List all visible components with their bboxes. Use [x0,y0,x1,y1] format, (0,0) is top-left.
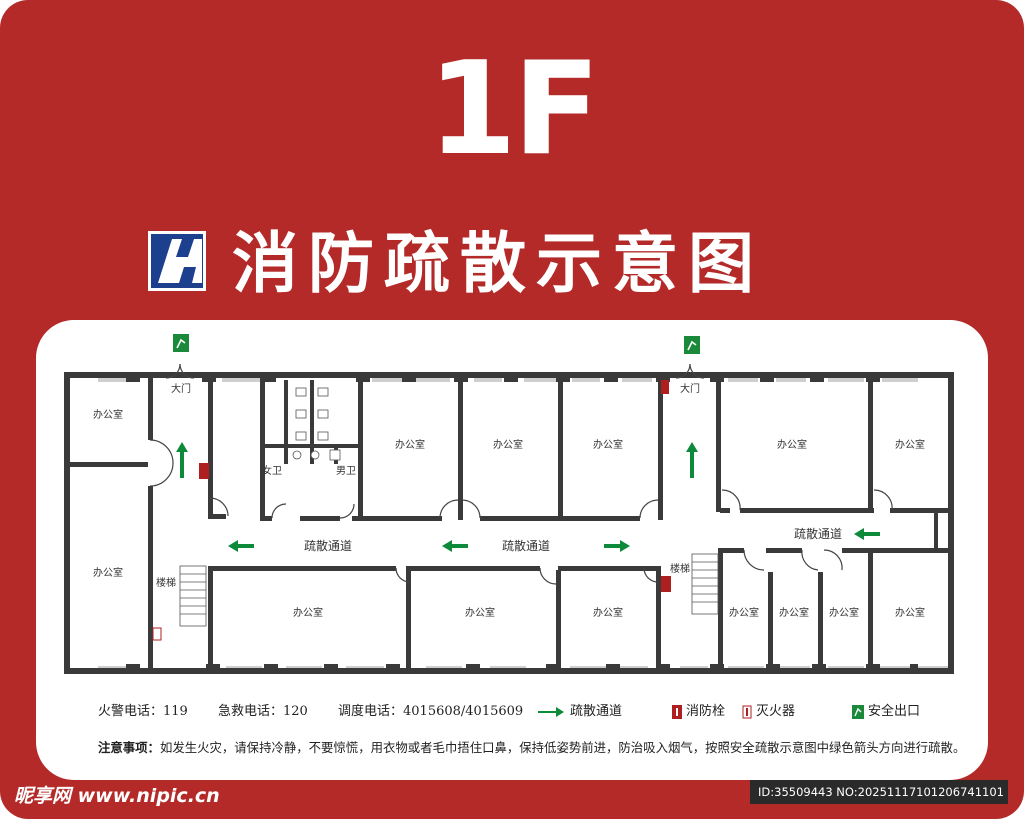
main-door-label: 大门 [680,382,700,395]
room-label: 办公室 [777,438,807,451]
watermark: 昵享网 www.nipic.cn [14,785,220,807]
room-label: 办公室 [729,606,759,619]
doors [149,363,893,585]
extinguisher-icons [152,627,162,641]
room-label: 办公室 [93,408,123,421]
legend-hydrant: 消防栓 [686,704,726,719]
room-label: 办公室 [293,606,323,619]
safety-notes: 注意事项：如发生火灾，请保持冷静，不要惊慌，用衣物或者毛巾捂住口鼻，保持低姿势前… [98,738,965,758]
stairs [179,553,719,627]
extinguisher-icon [742,705,752,719]
interior-walls [68,372,948,672]
room-label: 办公室 [829,606,859,619]
room-label: 办公室 [895,438,925,451]
room-label: 办公室 [493,438,523,451]
exit-icon [852,705,864,719]
fire-phone: 火警电话：119 [98,704,188,719]
stairs-label: 楼梯 [156,576,176,589]
legend-extinguisher: 灭火器 [756,704,796,719]
plan-labels: 大门 大门 女卫 男卫 楼梯 楼梯 疏散通道 疏散通道 疏散通道 [156,382,842,589]
toilet-stalls [292,387,341,461]
dispatch-phone: 调度电话：4015608/4015609 [338,704,524,719]
legend-evac-route: 疏散通道 [570,704,623,719]
corridor-label: 疏散通道 [502,538,550,553]
room-label: 办公室 [93,566,123,579]
room-label: 办公室 [593,606,623,619]
room-label: 办公室 [465,606,495,619]
notes-text: 如发生火灾，请保持冷静，不要惊慌，用衣物或者毛巾捂住口鼻，保持低姿势前进，防治吸… [159,740,966,755]
room-label: 办公室 [395,438,425,451]
room-label: 办公室 [593,438,623,451]
room-label: 办公室 [779,606,809,619]
evacuation-arrows [176,442,880,552]
floor-plan-panel [36,320,988,780]
main-door-label: 大门 [171,382,191,395]
exit-sign-icons [173,334,700,354]
image-id: ID:35509443 NO:20251117101206741101 [758,785,1004,799]
hydrant-icons [199,380,671,592]
company-logo-icon [148,231,206,291]
room-label: 办公室 [895,606,925,619]
notes-label: 注意事项： [98,740,160,755]
image-id-bar [750,780,1008,804]
floor-label: 1F [427,35,601,184]
room-labels: 办公室 办公室 办公室 办公室 办公室 办公室 办公室 办公室 办公室 办公室 … [93,408,925,619]
women-restroom-label: 女卫 [262,464,282,477]
page-title: 消防疏散示意图 [232,225,764,302]
legend-exit: 安全出口 [868,704,921,719]
corridor-label: 疏散通道 [304,538,352,553]
window-piers [126,372,918,674]
hydrant-icon [672,705,682,719]
corridor-label: 疏散通道 [794,526,842,541]
evac-arrow-icon [538,707,564,717]
stairs-label: 楼梯 [670,562,690,575]
emergency-phone: 急救电话：120 [218,704,308,719]
men-restroom-label: 男卫 [336,465,356,477]
